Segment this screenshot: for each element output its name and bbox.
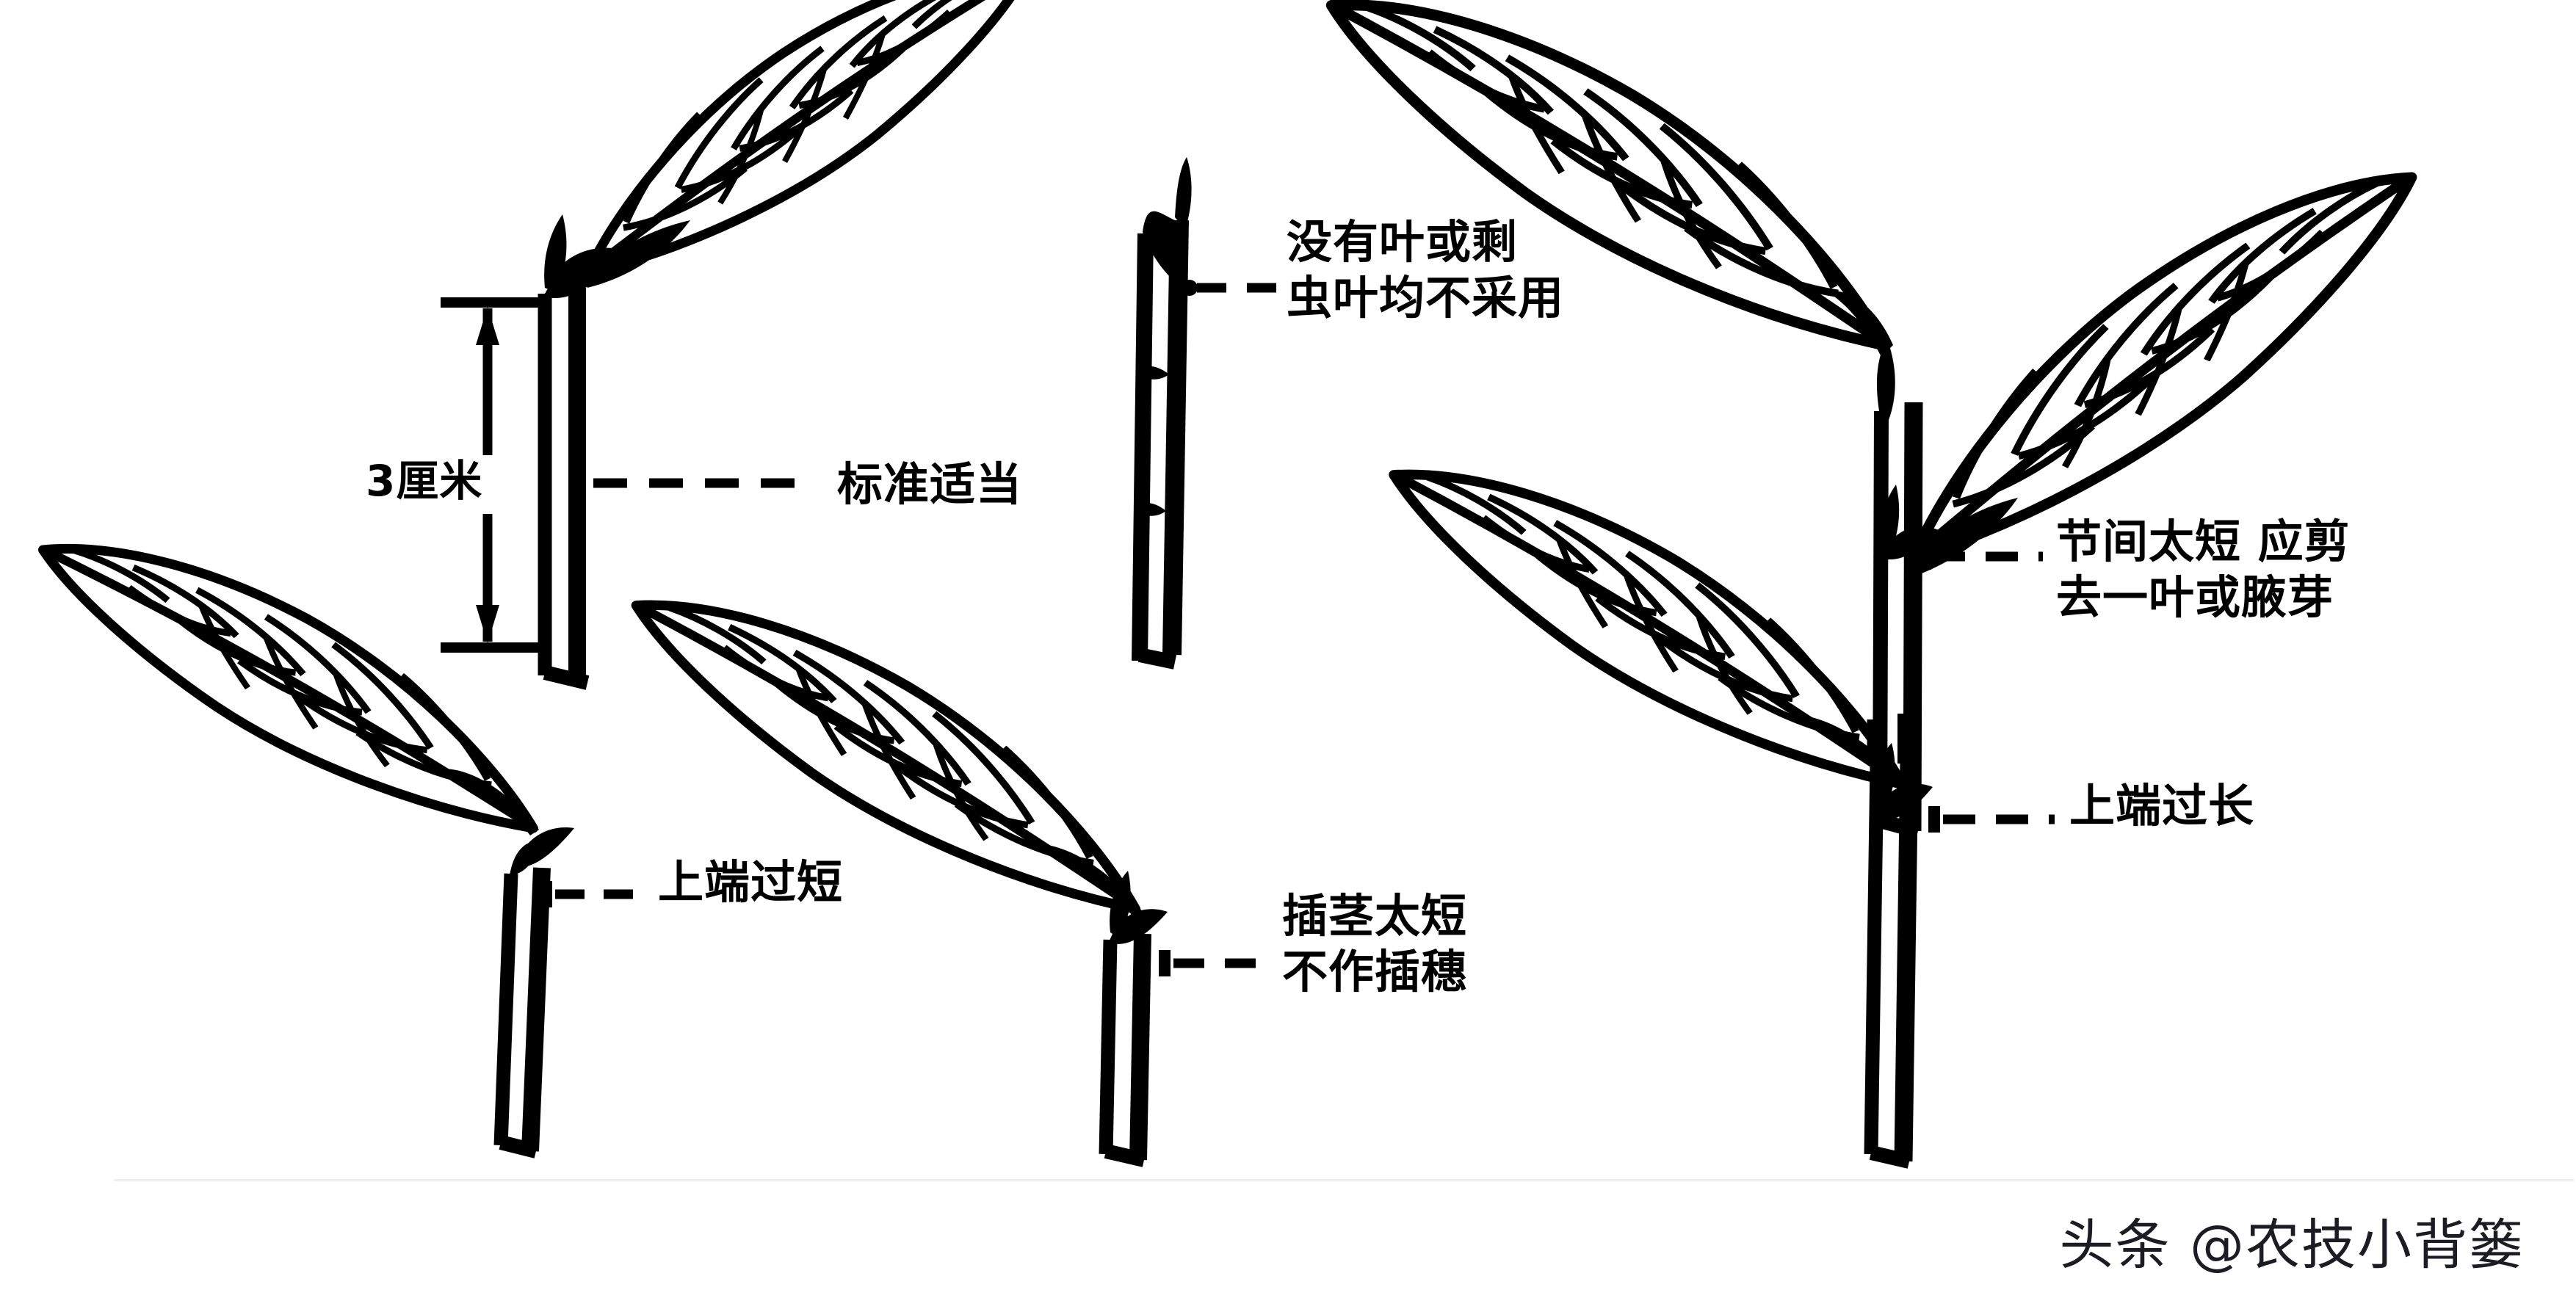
- cutting-length-dimension-label: 3厘米: [366, 456, 483, 506]
- leader-top-too-short: [540, 881, 640, 907]
- label-no-leaf-or-remnant: 没有叶或剩 虫叶均不采用: [1287, 215, 1565, 324]
- label-top-too-short: 上端过短: [658, 855, 844, 909]
- label-stem-too-short: 插茎太短 不作插穗: [1282, 889, 1468, 998]
- leader-internode-short: [1920, 543, 2043, 570]
- leader-no-leaf: [1182, 280, 1276, 296]
- specimen-top-too-long: [1332, 405, 1967, 1169]
- specimen-bare-stem: [1132, 157, 1192, 670]
- leader-stem-too-short: [1159, 950, 1265, 976]
- specimen-short-internode: [1257, 0, 2491, 838]
- leader-top-too-long: [1928, 806, 2055, 833]
- specimen-top-too-short: [0, 483, 590, 1159]
- page-rule-divider: [114, 1179, 2574, 1181]
- specimen-stem-too-short: [576, 537, 1199, 1167]
- cutting-length-dimension-bracket: [441, 297, 545, 653]
- source-watermark: 头条 @农技小背篓: [2059, 1214, 2525, 1277]
- label-standard-appropriate: 标准适当: [837, 457, 1023, 511]
- leader-standard: [574, 470, 814, 498]
- label-internode-too-short: 节间太短 应剪 去一叶或腋芽: [2056, 515, 2351, 624]
- label-top-too-long: 上端过长: [2069, 779, 2255, 833]
- specimen-standard: [529, 0, 1082, 690]
